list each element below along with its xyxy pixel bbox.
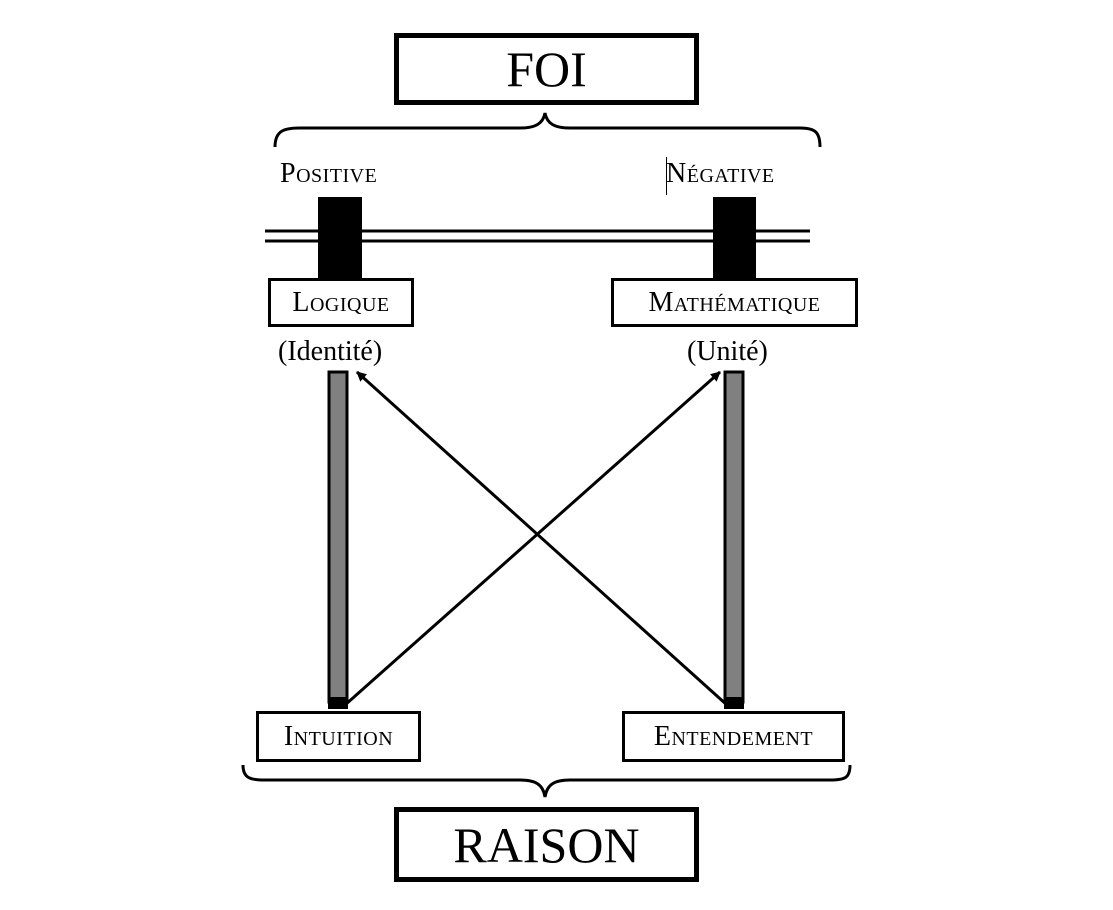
identite-label: (Identité) — [278, 336, 383, 367]
negative-label: Négative — [666, 158, 775, 189]
logique-box: Logique — [268, 278, 414, 327]
right-vertical-bar — [723, 370, 745, 704]
entendement-label: Entendement — [653, 720, 814, 752]
faith-box: FOI — [394, 33, 699, 105]
logique-label: Logique — [292, 286, 390, 318]
top-brace — [273, 112, 822, 148]
entendement-box: Entendement — [622, 711, 845, 762]
right-connector-block — [713, 197, 756, 280]
text-cursor — [666, 157, 667, 195]
right-bar-foot — [724, 697, 744, 709]
bottom-brace — [241, 764, 852, 798]
left-vertical-bar — [327, 370, 349, 704]
intuition-label: Intuition — [283, 720, 394, 752]
faith-title: FOI — [506, 41, 587, 97]
left-connector-block — [318, 197, 362, 280]
intuition-box: Intuition — [256, 711, 421, 762]
positive-label: Positive — [280, 158, 378, 189]
reason-box: RAISON — [394, 807, 699, 882]
arrow-intuition-to-mathematique — [344, 370, 721, 707]
left-bar-foot — [328, 697, 348, 709]
reason-title: RAISON — [453, 816, 640, 873]
mathematique-box: Mathématique — [611, 278, 858, 327]
unite-label: (Unité) — [687, 336, 768, 367]
arrow-entendement-to-logique — [355, 370, 729, 707]
mathematique-label: Mathématique — [648, 286, 821, 318]
